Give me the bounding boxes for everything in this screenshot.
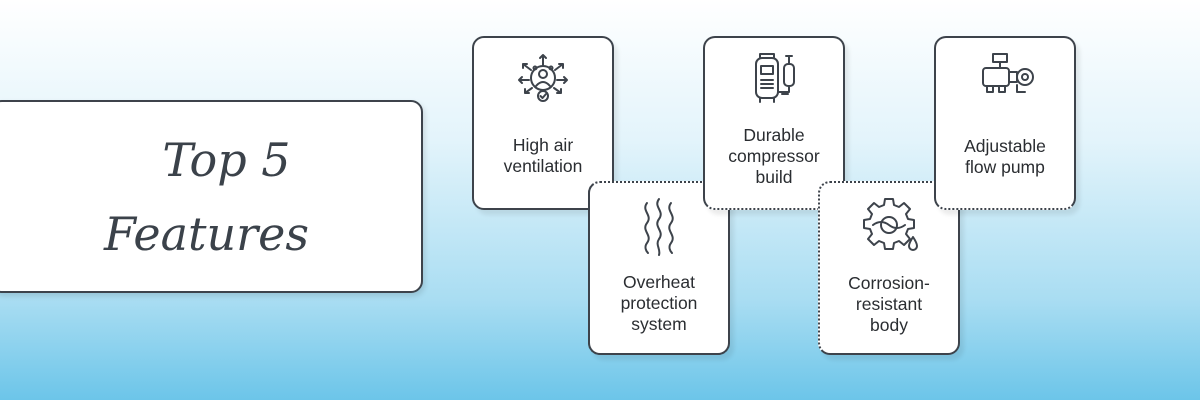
compressor-tank-icon [755, 53, 795, 103]
feature-card-corrosion: Corrosion- resistant body [818, 181, 960, 355]
feature-card-compressor: Durable compressor build [703, 36, 845, 210]
feature-label-ventilation: High air ventilation [503, 135, 583, 176]
feature-label-compressor: Durable compressor build [728, 125, 820, 187]
title-line-1: Top 5 [162, 132, 291, 187]
heat-waves-icon [644, 198, 674, 256]
feature-label-overheat: Overheat protection system [620, 272, 698, 334]
ventilation-person-icon [518, 54, 568, 102]
feature-card-pump: Adjustable flow pump [934, 36, 1076, 210]
feature-card-overheat: Overheat protection system [588, 181, 730, 355]
feature-label-pump: Adjustable flow pump [964, 136, 1046, 177]
feature-card-ventilation: High air ventilation [472, 36, 614, 210]
gear-droplet-icon [863, 198, 918, 251]
title-line-2: Features [104, 206, 309, 261]
pump-icon [982, 53, 1034, 93]
feature-label-corrosion: Corrosion- resistant body [848, 273, 930, 335]
title-panel: Top 5 Features [0, 100, 423, 293]
